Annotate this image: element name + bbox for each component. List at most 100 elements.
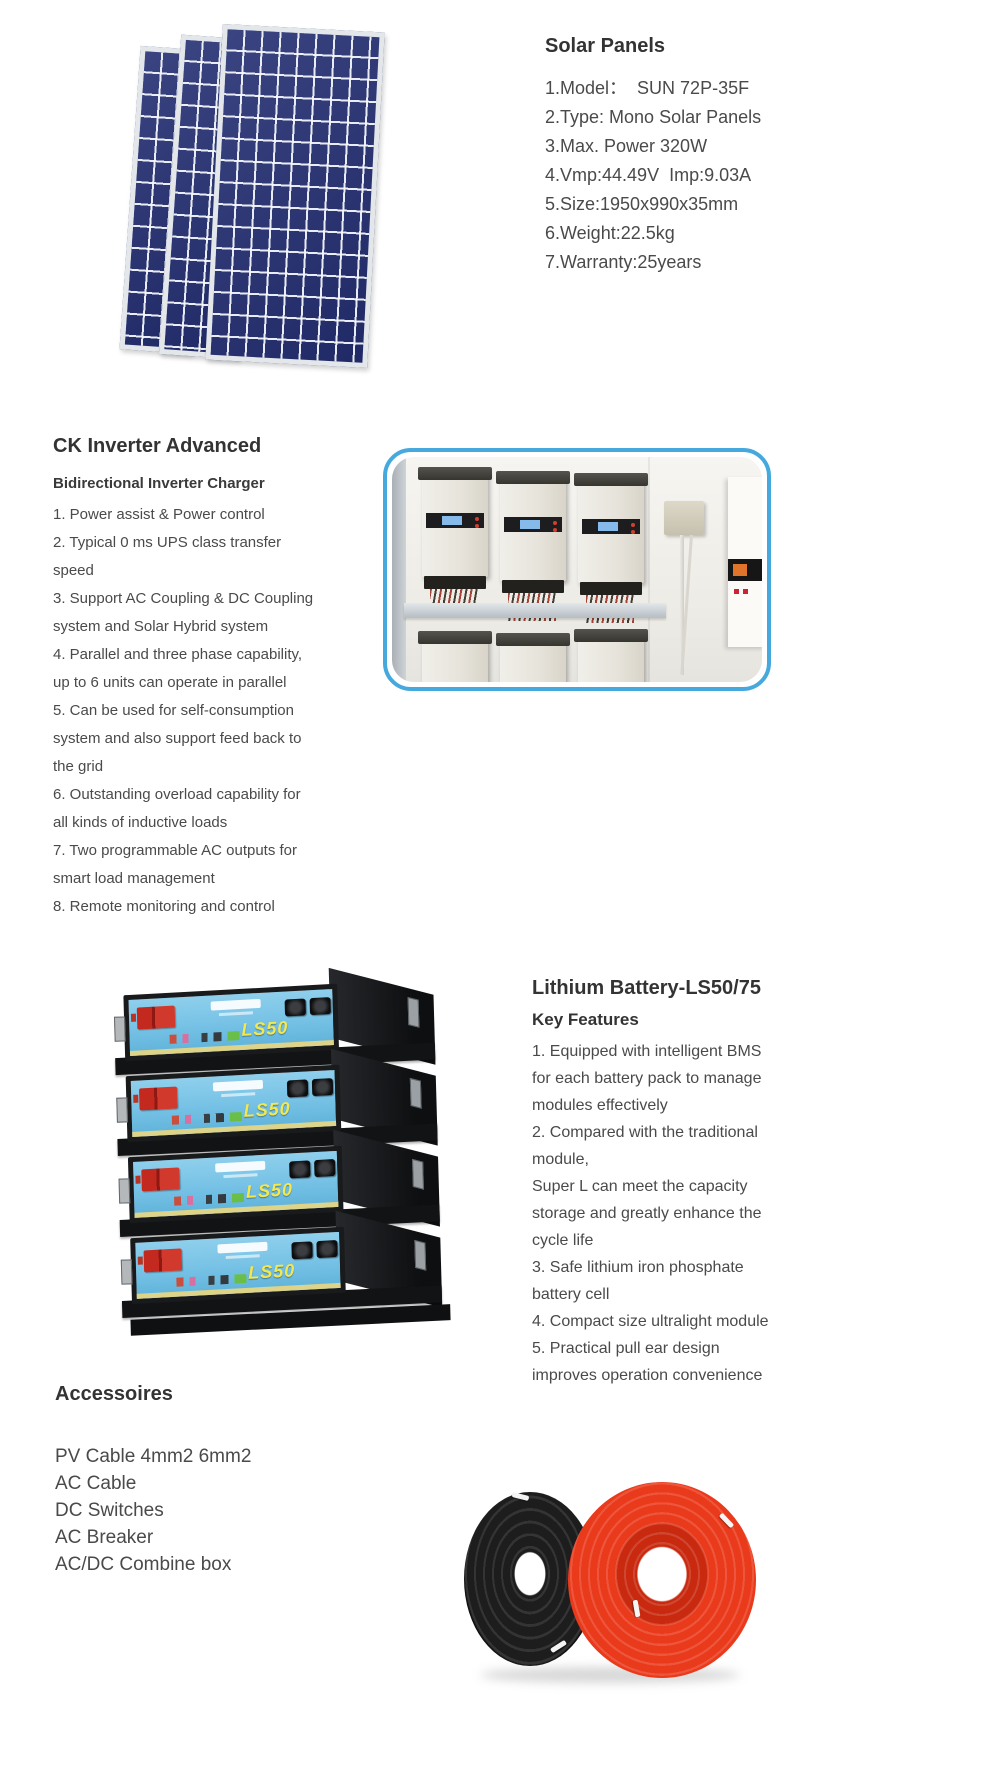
battery-connector bbox=[316, 1239, 338, 1259]
battery-feature-line: module, bbox=[532, 1151, 589, 1168]
inverter-feature-line: 6. Outstanding overload capability for bbox=[53, 786, 301, 803]
cable-duct bbox=[404, 603, 666, 618]
battery-feature-line: 1. Equipped with intelligent BMS bbox=[532, 1043, 762, 1060]
accessories-item: AC Cable bbox=[55, 1473, 137, 1494]
battery-side-hook bbox=[409, 1077, 422, 1109]
solar-spec-item: 4.Vmp:44.49V Imp:9.03A bbox=[545, 165, 752, 185]
inverter-led bbox=[553, 521, 557, 525]
battery-brand-logo bbox=[215, 1160, 266, 1173]
battery-terminals bbox=[136, 1005, 176, 1030]
battery-model-label: LS50 bbox=[245, 1179, 294, 1202]
inverter-display-band bbox=[582, 519, 640, 534]
inverter-section: CK Inverter Advanced Bidirectional Inver… bbox=[53, 433, 365, 921]
battery-model-label: LS50 bbox=[241, 1017, 289, 1040]
solar-spec-item: 5.Size:1950x990x35mm bbox=[545, 194, 739, 214]
battery-front-panel: LS50 bbox=[123, 983, 339, 1062]
battery-brand-logo bbox=[210, 998, 261, 1011]
red-cable-coil bbox=[568, 1482, 756, 1678]
battery-front-panel: LS50 bbox=[125, 1064, 342, 1143]
battery-brand-logo bbox=[212, 1079, 264, 1092]
solar-spec-item: 7.Warranty:25years bbox=[545, 252, 702, 272]
battery-terminals bbox=[143, 1248, 183, 1273]
side-leds bbox=[734, 589, 756, 594]
inverter-lcd bbox=[442, 516, 462, 525]
inverter-feature-line: the grid bbox=[53, 758, 104, 775]
battery-feature-line: storage and greatly enhance the bbox=[532, 1205, 762, 1222]
battery-connector bbox=[291, 1241, 313, 1260]
battery-feature-list: 1. Equipped with intelligent BMS for each… bbox=[532, 1038, 822, 1389]
wall-seam bbox=[648, 457, 650, 682]
solar-spec-item: 2.Type: Mono Solar Panels bbox=[545, 107, 762, 127]
inverter-photo bbox=[383, 448, 771, 691]
battery-model-label: LS50 bbox=[243, 1098, 291, 1121]
inverter-feature-line: system and Solar Hybrid system bbox=[53, 618, 269, 635]
wall-pillar bbox=[392, 457, 406, 682]
battery-connector bbox=[286, 1079, 309, 1098]
cables-image bbox=[450, 1478, 770, 1683]
solar-section-title: Solar Panels bbox=[545, 35, 666, 57]
battery-feature-line: 3. Safe lithium iron phosphate bbox=[532, 1259, 744, 1276]
battery-handle bbox=[113, 1016, 126, 1042]
inverter-unit bbox=[574, 473, 648, 623]
battery-model-label: LS50 bbox=[247, 1260, 296, 1283]
battery-unit-1: LS50 bbox=[111, 967, 453, 1076]
battery-side-hook bbox=[414, 1239, 427, 1271]
inverter-display-band bbox=[426, 513, 484, 528]
inverter-feature-line: 2. Typical 0 ms UPS class transfer bbox=[53, 534, 282, 551]
battery-connector bbox=[311, 1078, 334, 1097]
battery-unit-2: LS50 bbox=[114, 1048, 456, 1157]
inverter-terminal-strip bbox=[580, 582, 642, 595]
inverter-led bbox=[475, 517, 479, 521]
inverter-unit bbox=[418, 631, 492, 682]
inverter-unit bbox=[574, 629, 648, 682]
inverter-subtitle: Bidirectional Inverter Charger bbox=[53, 475, 265, 492]
wall-junction-box bbox=[664, 501, 704, 675]
solar-specs-section: Solar Panels 1.Model： SUN 72P-35F 2.Type:… bbox=[545, 33, 860, 277]
coil-shadow bbox=[480, 1667, 740, 1683]
inverter-feature-line: 5. Can be used for self-consumption bbox=[53, 702, 294, 719]
solar-spec-item: 3.Max. Power 320W bbox=[545, 136, 708, 156]
battery-handle bbox=[118, 1178, 131, 1204]
battery-front-panel: LS50 bbox=[130, 1226, 346, 1305]
battery-feature-line: 2. Compared with the traditional bbox=[532, 1124, 758, 1141]
inverter-feature-line: 7. Two programmable AC outputs for bbox=[53, 842, 298, 859]
battery-unit-3: LS50 bbox=[116, 1129, 458, 1238]
battery-terminals bbox=[139, 1086, 178, 1111]
battery-feature-line: battery cell bbox=[532, 1286, 610, 1303]
battery-connector bbox=[284, 998, 307, 1017]
inverter-feature-line: speed bbox=[53, 562, 94, 579]
inverter-lcd bbox=[520, 520, 540, 529]
accessories-section-title: Accessoires bbox=[55, 1383, 173, 1405]
inverter-unit bbox=[418, 467, 492, 617]
inverter-led bbox=[631, 523, 635, 527]
side-lcd bbox=[733, 564, 747, 576]
side-display-band bbox=[728, 559, 762, 581]
battery-brand-logo bbox=[217, 1241, 268, 1254]
battery-section: Lithium Battery-LS50/75 Key Features 1. … bbox=[532, 975, 822, 1389]
battery-subtitle: Key Features bbox=[532, 1010, 639, 1029]
inverter-feature-line: 4. Parallel and three phase capability, bbox=[53, 646, 303, 663]
accessories-item: AC Breaker bbox=[55, 1527, 154, 1548]
inverter-photo-content bbox=[392, 457, 762, 682]
accessories-item: PV Cable 4mm2 6mm2 bbox=[55, 1446, 252, 1467]
battery-feature-line: 4. Compact size ultralight module bbox=[532, 1313, 769, 1330]
inverter-terminal-strip bbox=[502, 580, 564, 593]
inverter-feature-line: all kinds of inductive loads bbox=[53, 814, 228, 831]
battery-connector bbox=[314, 1159, 336, 1178]
battery-feature-line: modules effectively bbox=[532, 1097, 668, 1114]
battery-feature-line: for each battery pack to manage bbox=[532, 1070, 762, 1087]
inverter-unit bbox=[496, 633, 570, 682]
battery-side-hook bbox=[412, 1158, 424, 1190]
inverter-feature-line: system and also support feed back to bbox=[53, 730, 302, 747]
side-inverter-unit bbox=[728, 477, 762, 647]
battery-handle bbox=[116, 1097, 128, 1123]
solar-spec-item: 1.Model： SUN 72P-35F bbox=[545, 78, 750, 98]
battery-side-hook bbox=[407, 996, 420, 1028]
inverter-lcd bbox=[598, 522, 618, 531]
battery-feature-line: cycle life bbox=[532, 1232, 594, 1249]
battery-handle bbox=[120, 1259, 133, 1285]
